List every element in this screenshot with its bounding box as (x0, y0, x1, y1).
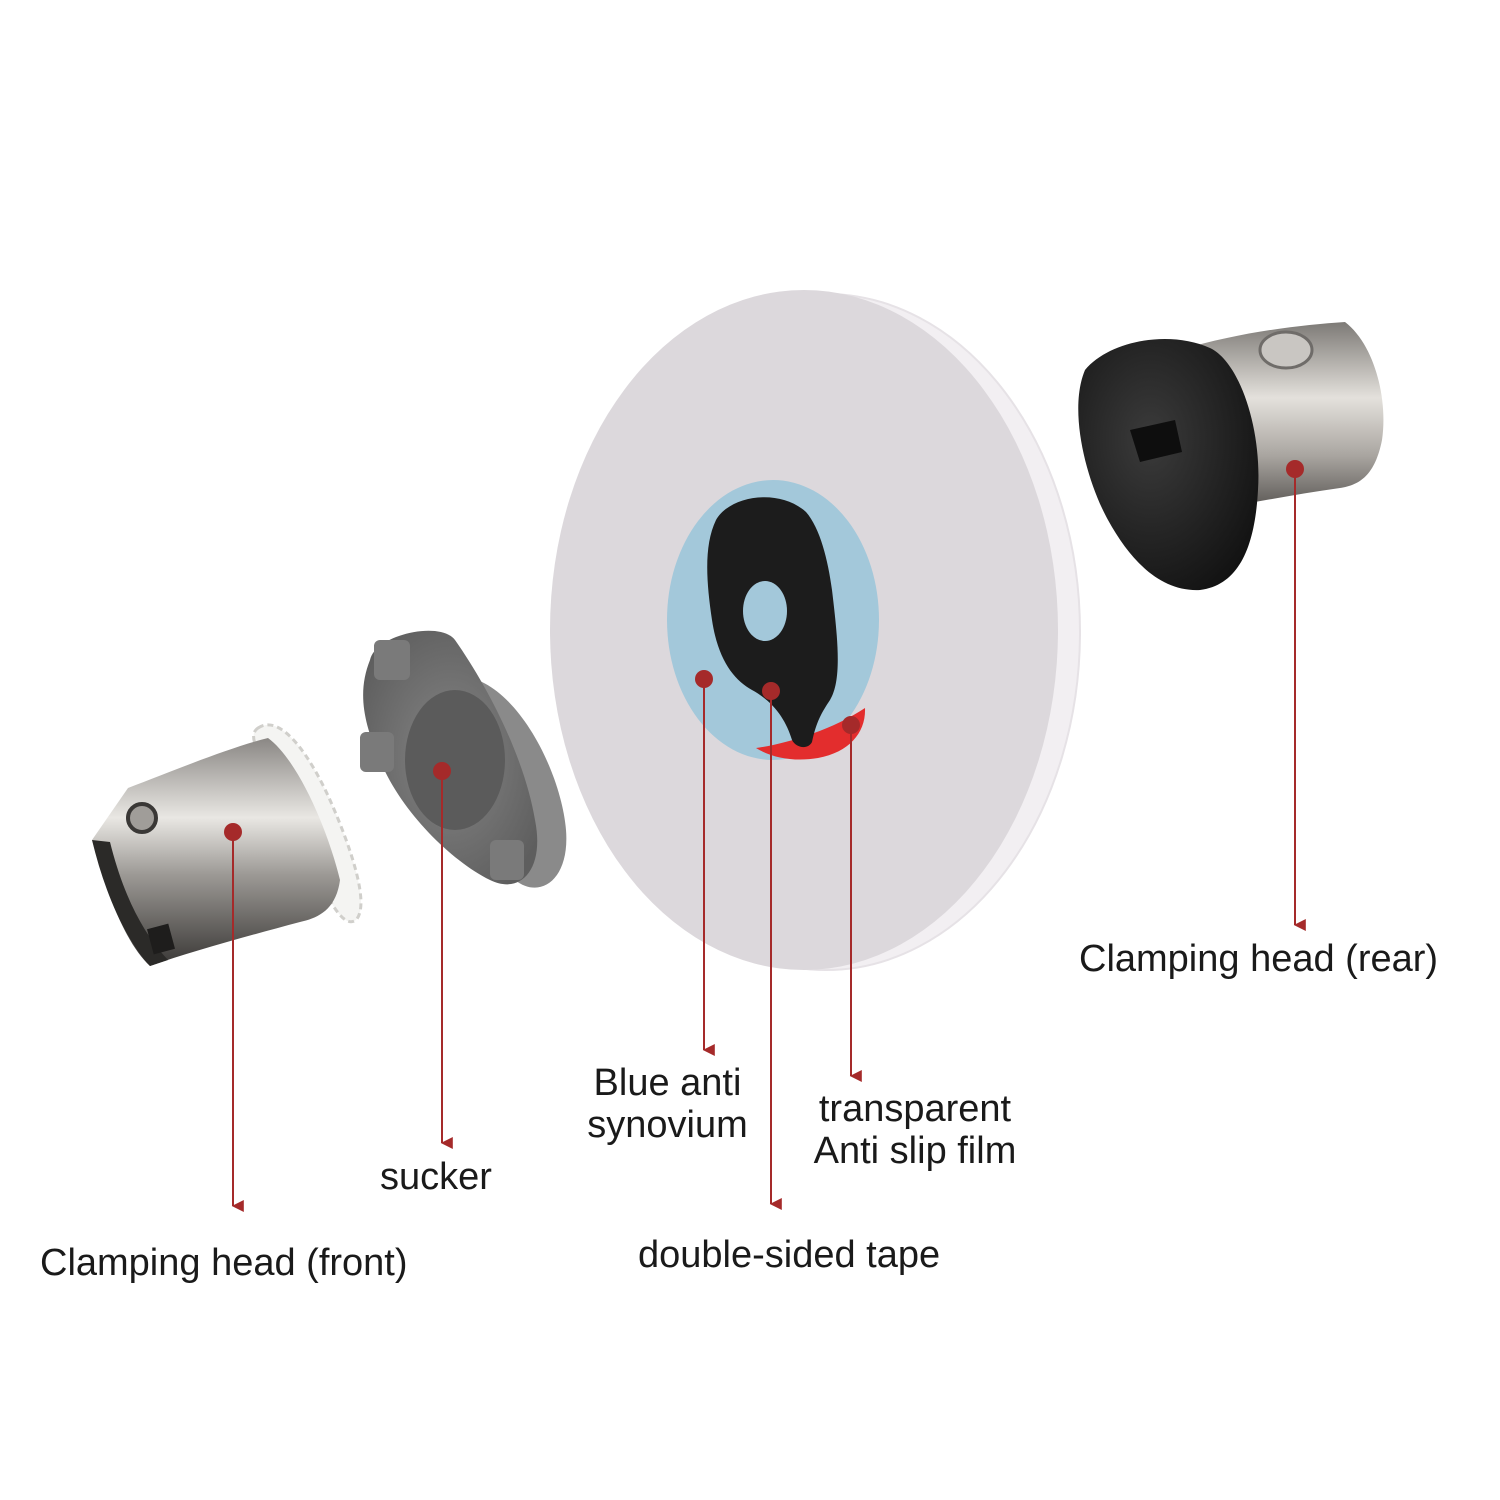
rear-nut-notch (1130, 420, 1182, 462)
label-clamping-head-front: Clamping head (front) (40, 1242, 408, 1284)
front-dark-face (92, 840, 168, 966)
front-metal-body (92, 738, 340, 966)
rear-screw-hole (1258, 330, 1314, 370)
label-double-sided-tape: double-sided tape (638, 1234, 941, 1276)
label-sucker: sucker (380, 1156, 492, 1198)
sucker-part (360, 630, 567, 888)
front-screw (126, 802, 158, 834)
leader-lines (224, 460, 1306, 1212)
front-slot (147, 923, 175, 955)
sucker-lug-2 (360, 732, 394, 772)
clamping-head-front (92, 723, 363, 966)
sucker-lug-1 (374, 640, 410, 680)
label-clamping-head-rear: Clamping head (rear) (1079, 938, 1439, 980)
clamping-head-rear (1078, 322, 1384, 591)
label-blue-anti-synovium: Blue anti synovium (587, 1062, 748, 1146)
label-transparent-anti-slip-film: transparent Anti slip film (813, 1088, 1017, 1172)
sucker-lug-3 (490, 840, 524, 880)
red-tape (756, 708, 866, 760)
rear-black-nut (1078, 339, 1259, 591)
sucker-center (405, 690, 505, 830)
tab-hole (743, 581, 787, 641)
disc-assembly (550, 290, 1081, 971)
